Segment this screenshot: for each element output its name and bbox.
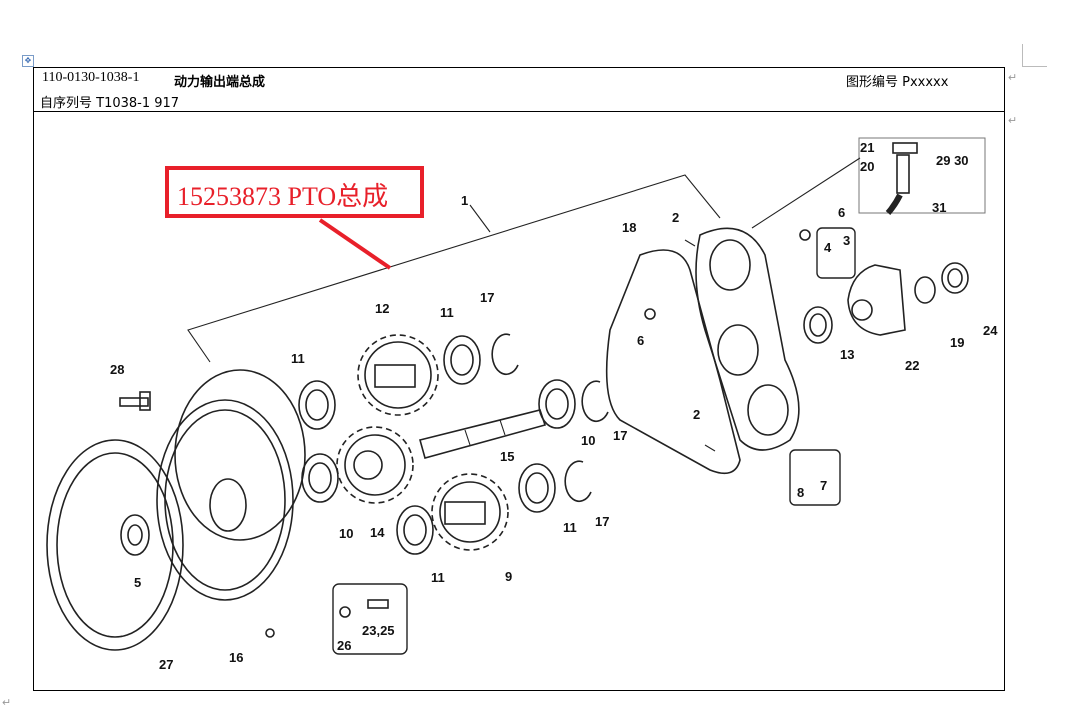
dowel-pin <box>704 444 716 452</box>
callout-label: 24 <box>983 323 998 338</box>
callout-label: 15 <box>500 449 514 464</box>
bearing <box>538 379 576 429</box>
dowel-pin <box>684 239 696 247</box>
bearing <box>298 380 336 430</box>
callout-label: 28 <box>110 362 124 377</box>
callout-label: 14 <box>370 525 385 540</box>
callout-label: 21 <box>860 140 874 155</box>
callout-label: 17 <box>613 428 627 443</box>
callout-labels: 1 2 18 6 4 3 21 20 29 30 31 12 11 17 11 … <box>110 140 998 672</box>
callout-label: 9 <box>505 569 512 584</box>
callout-label: 10 <box>581 433 595 448</box>
callout-label: 3 <box>843 233 850 248</box>
washer <box>914 276 936 304</box>
bearing <box>803 306 833 344</box>
plug <box>644 308 656 320</box>
annotation-text: 15253873 PTO总成 <box>177 182 389 211</box>
callout-label: 11 <box>563 520 577 535</box>
fastener-detail-box <box>789 449 841 506</box>
table-header-row: 110-0130-1038-1 动力输出端总成 图形编号 Pxxxxx 自序列号… <box>34 68 1004 112</box>
annotation-box: 15253873 PTO总成 <box>165 166 424 218</box>
callout-label: 18 <box>622 220 636 235</box>
page-margin-corner <box>1022 44 1047 67</box>
callout-label: 12 <box>375 301 389 316</box>
washer <box>339 606 351 618</box>
serial-number: 自序列号 T1038-1 917 <box>40 96 180 111</box>
breather-inset <box>858 137 986 214</box>
callout-label: 2 <box>693 407 700 422</box>
breather-valve <box>885 142 918 215</box>
housing-plate <box>695 227 800 451</box>
annotation-pointer <box>318 218 392 270</box>
table-move-handle[interactable]: ✥ <box>22 55 34 67</box>
bearing <box>396 505 434 555</box>
callout-label: 7 <box>820 478 827 493</box>
snap-ring <box>564 460 592 502</box>
paragraph-mark: ↵ <box>2 697 12 709</box>
callout-label: 6 <box>637 333 644 348</box>
callout-label: 13 <box>840 347 854 362</box>
callout-label: 2 <box>672 210 679 225</box>
leader-line <box>469 204 491 233</box>
callout-label: 11 <box>431 570 445 585</box>
assembly-title: 动力输出端总成 <box>174 75 266 90</box>
nut <box>941 262 969 294</box>
snap-ring <box>581 380 609 422</box>
callout-label: 26 <box>337 638 351 653</box>
plug <box>799 229 811 241</box>
parts-table: 110-0130-1038-1 动力输出端总成 图形编号 Pxxxxx 自序列号… <box>33 67 1005 691</box>
bolt <box>119 391 151 411</box>
fastener-detail-box <box>816 227 856 279</box>
leader-line <box>751 157 861 229</box>
flange-ring <box>46 439 184 651</box>
callout-label: 20 <box>860 159 874 174</box>
fastener-detail-box <box>332 583 408 655</box>
plug <box>265 628 275 638</box>
gear <box>357 334 439 416</box>
callout-label: 29 30 <box>936 153 969 168</box>
callout-label: 17 <box>480 290 494 305</box>
callout-label: 23,25 <box>362 623 395 638</box>
callout-label: 1 <box>461 193 468 208</box>
callout-label: 17 <box>595 514 609 529</box>
callout-label: 4 <box>824 240 832 255</box>
bearing <box>518 463 556 513</box>
callout-label: 5 <box>134 575 141 590</box>
gear <box>336 426 414 504</box>
bolt <box>367 599 389 609</box>
gear <box>431 473 509 551</box>
callout-label: 8 <box>797 485 804 500</box>
callout-label: 22 <box>905 358 919 373</box>
snap-ring <box>491 333 519 375</box>
drawing-number: 图形编号 Pxxxxx <box>846 75 949 90</box>
callout-label: 6 <box>838 205 845 220</box>
shaft <box>419 409 547 459</box>
part-number: 110-0130-1038-1 <box>42 70 140 85</box>
callout-label: 10 <box>339 526 353 541</box>
callout-label: 31 <box>932 200 946 215</box>
paragraph-mark: ↵ <box>1008 72 1018 84</box>
callout-label: 27 <box>159 657 173 672</box>
callout-label: 16 <box>229 650 243 665</box>
callout-label: 11 <box>440 305 454 320</box>
leader-line <box>187 174 721 363</box>
bearing <box>443 335 481 385</box>
bearing <box>301 453 339 503</box>
callout-label: 19 <box>950 335 964 350</box>
callout-label: 11 <box>291 351 305 366</box>
pto-flange <box>847 264 906 336</box>
cover-plate <box>156 369 306 601</box>
gasket <box>605 249 741 475</box>
paragraph-mark: ↵ <box>1008 115 1018 127</box>
